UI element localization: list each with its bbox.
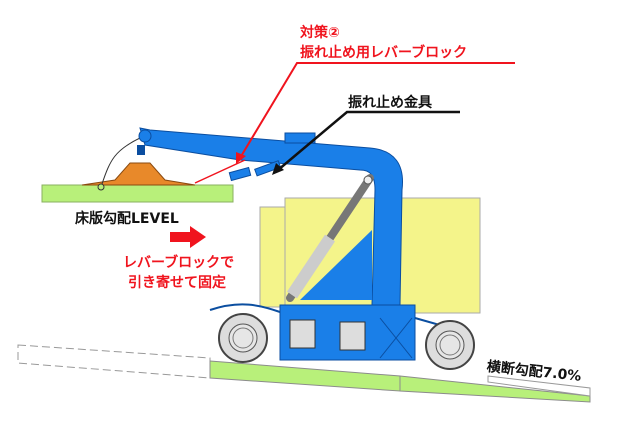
deck-slab — [41, 184, 234, 203]
road-slab-2 — [399, 375, 591, 403]
pull-note-line2: 引き寄せて固定 — [128, 275, 226, 291]
countermeasure-name: 振れ止め用レバーブロック — [300, 45, 468, 61]
right-wheel — [425, 320, 475, 370]
black-leader-line — [277, 110, 460, 171]
road-slab-1 — [209, 360, 401, 392]
pull-note-line1: レバーブロックで — [123, 255, 235, 271]
red-leader-line — [239, 62, 515, 159]
deck-slope-label: 床版勾配LEVEL — [75, 211, 179, 227]
pull-direction-arrow — [170, 226, 206, 248]
left-wheel — [218, 313, 268, 363]
countermeasure-title: 対策② — [300, 25, 340, 41]
bracket-label: 振れ止め金具 — [348, 95, 432, 111]
orange-load — [81, 162, 196, 186]
removed-slab-outline — [17, 344, 211, 379]
